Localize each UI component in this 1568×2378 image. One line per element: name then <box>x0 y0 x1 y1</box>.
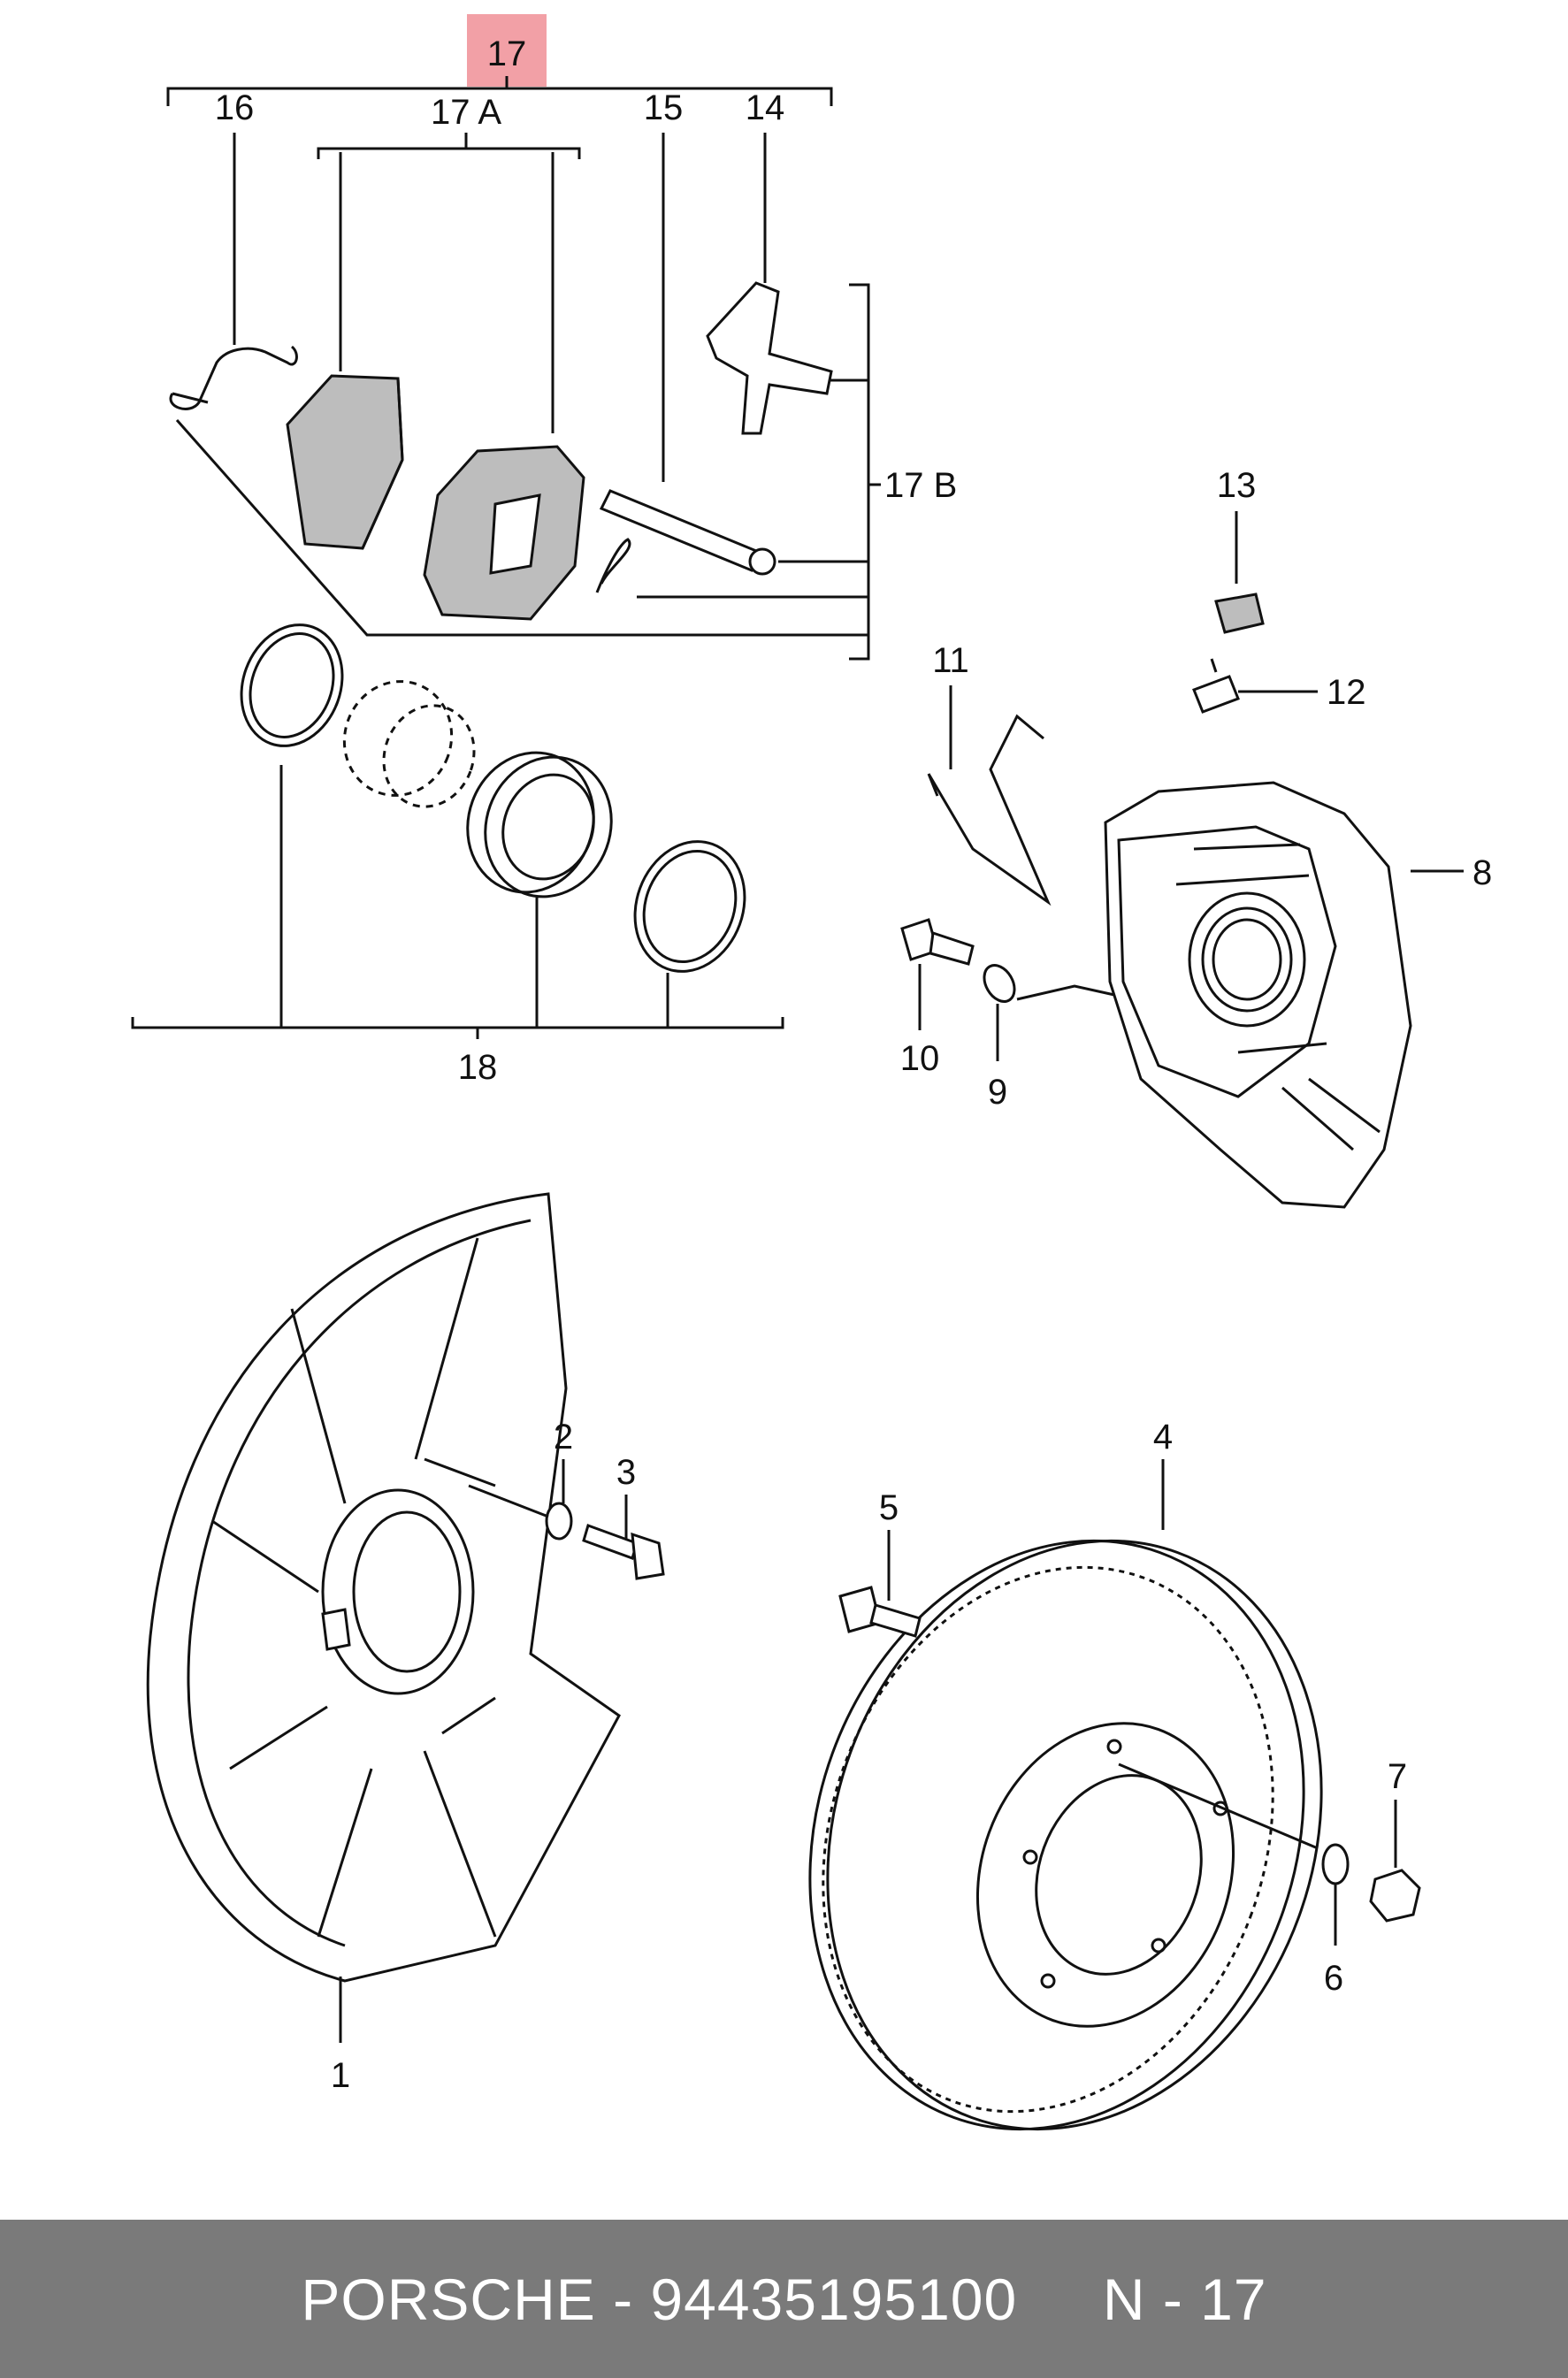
spreader-spring-14 <box>706 281 833 435</box>
callout-10[interactable]: 10 <box>900 1039 940 1078</box>
washer-6 <box>1321 1843 1350 1885</box>
bleeder-cap-13 <box>1214 593 1265 634</box>
callout-13[interactable]: 13 <box>1217 466 1257 505</box>
bleeder-valve-12 <box>1192 658 1240 714</box>
callout-8[interactable]: 8 <box>1472 853 1492 892</box>
callout-2[interactable]: 2 <box>554 1418 573 1457</box>
callout-7[interactable]: 7 <box>1388 1757 1407 1796</box>
callout-17a[interactable]: 17 A <box>431 93 501 132</box>
caliper-bolt-10 <box>900 918 975 966</box>
callout-16[interactable]: 16 <box>215 88 255 127</box>
brake-dust-shield-1 <box>146 1192 621 1983</box>
brake-parts-diagram: 17 16 17 A 15 14 17 B <box>131 14 1492 2131</box>
spring-clip-16 <box>169 345 298 410</box>
callout-17-highlight <box>467 14 547 87</box>
callout-18[interactable]: 18 <box>458 1048 498 1087</box>
brake-rotor-4 <box>808 1539 1323 2131</box>
callout-3[interactable]: 3 <box>616 1453 636 1492</box>
retaining-ring <box>633 840 746 973</box>
brake-pad-inner <box>423 445 585 621</box>
callout-17b[interactable]: 17 B <box>884 466 957 505</box>
callout-9[interactable]: 9 <box>988 1073 1007 1112</box>
seal-ring-inner <box>249 632 335 738</box>
seal-ring <box>240 623 344 747</box>
part-number-caption: PORSCHE - 94435195100 N - 17 <box>301 2266 1267 2332</box>
dust-boot <box>466 751 613 898</box>
callout-4[interactable]: 4 <box>1153 1418 1173 1457</box>
rotor-screw-5 <box>838 1586 922 1638</box>
lock-washer-2 <box>545 1502 573 1541</box>
washer-9 <box>983 964 1016 1003</box>
callout-11[interactable]: 11 <box>932 641 969 680</box>
footer-bar: PORSCHE - 94435195100 N - 17 <box>0 2220 1568 2378</box>
shield-bolt-3 <box>582 1524 665 1580</box>
callout-17[interactable]: 17 <box>487 34 527 73</box>
brake-line-spring-11 <box>927 714 1052 906</box>
piston-dashed <box>342 680 476 808</box>
callout-1[interactable]: 1 <box>331 2056 350 2095</box>
nut-7 <box>1369 1869 1421 1923</box>
bracket-17 <box>166 76 833 106</box>
callout-12[interactable]: 12 <box>1327 673 1366 712</box>
callout-14[interactable]: 14 <box>746 88 785 127</box>
guide-pin-15 <box>599 489 776 576</box>
cotter-pin <box>595 538 631 593</box>
brake-caliper-8 <box>1104 781 1412 1209</box>
callout-5[interactable]: 5 <box>879 1488 899 1527</box>
callout-6[interactable]: 6 <box>1324 1959 1343 1998</box>
brake-pad-outer <box>286 374 404 550</box>
callout-15[interactable]: 15 <box>644 88 684 127</box>
